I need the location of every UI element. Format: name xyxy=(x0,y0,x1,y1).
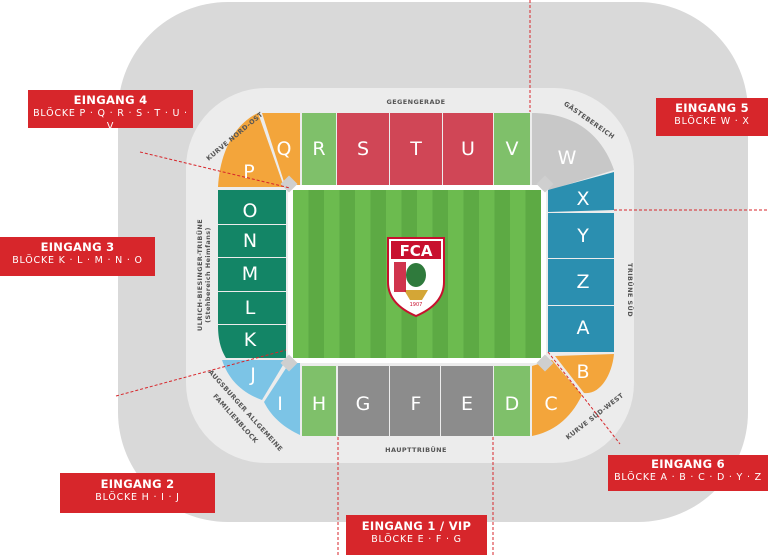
entrance-3-label: EINGANG 3 BLÖCKE K · L · M · N · O xyxy=(0,237,155,276)
block-m[interactable] xyxy=(218,258,286,291)
entrance-5-blocks: BLÖCKE W · X xyxy=(674,116,750,127)
label-b: B xyxy=(576,361,589,383)
label-h: H xyxy=(312,393,326,415)
entrance-5-label: EINGANG 5 BLÖCKE W · X xyxy=(656,98,768,136)
label-p: P xyxy=(243,161,254,183)
pitch-stripe xyxy=(324,190,340,358)
label-u: U xyxy=(461,138,475,160)
label-t: T xyxy=(409,138,422,160)
entrance-2-title: EINGANG 2 xyxy=(100,477,175,491)
entrance-1-title: EINGANG 1 / VIP xyxy=(361,519,472,533)
entrance-6-title: EINGANG 6 xyxy=(651,457,725,471)
label-x: X xyxy=(576,188,589,210)
block-h[interactable] xyxy=(302,366,336,436)
block-v[interactable] xyxy=(494,113,530,185)
label-l: L xyxy=(245,297,256,319)
label-s: S xyxy=(357,138,369,160)
stand-haupttribuene: HAUPTTRIBÜNE xyxy=(385,445,447,454)
block-x[interactable] xyxy=(548,172,614,212)
label-v: V xyxy=(506,138,519,160)
pitch-stripe xyxy=(448,190,464,358)
south-stand xyxy=(302,366,530,436)
block-labels: Q R S T U V P W O N M L K X Y Z A J I H … xyxy=(242,138,590,415)
north-stand xyxy=(262,113,530,185)
label-j: J xyxy=(249,364,256,386)
entrance-3-title: EINGANG 3 xyxy=(40,240,115,254)
block-l[interactable] xyxy=(218,292,286,324)
entrance-2-blocks: BLÖCKE H · I · J xyxy=(95,492,180,503)
block-r[interactable] xyxy=(302,113,336,185)
block-g[interactable] xyxy=(338,366,389,436)
label-e: E xyxy=(461,393,473,415)
block-d[interactable] xyxy=(494,366,530,436)
label-n: N xyxy=(243,230,257,252)
block-z[interactable] xyxy=(548,259,614,305)
stand-stehbereich: (Stehbereich Heimfans) xyxy=(204,227,212,323)
block-o[interactable] xyxy=(218,190,286,224)
label-k: K xyxy=(244,329,257,351)
entrance-3-blocks: BLÖCKE K · L · M · N · O xyxy=(12,255,143,266)
block-j[interactable] xyxy=(222,360,286,400)
entrance-2-label: EINGANG 2 BLÖCKE H · I · J xyxy=(60,473,215,513)
label-y: Y xyxy=(576,225,589,247)
pitch xyxy=(288,185,546,363)
block-s[interactable] xyxy=(337,113,389,185)
block-w[interactable] xyxy=(532,113,614,190)
label-m: M xyxy=(242,263,258,285)
entrance-6-label: EINGANG 6 BLÖCKE A · B · C · D · Y · Z xyxy=(608,455,768,491)
label-a: A xyxy=(577,317,590,339)
block-p[interactable] xyxy=(218,113,284,187)
label-o: O xyxy=(243,200,258,222)
pitch-stripe xyxy=(293,190,309,358)
stand-ulrich-biesinger: ULRICH-BIESINGER-TRIBÜNE xyxy=(195,219,204,331)
entrance-6-blocks: BLÖCKE A · B · C · D · Y · Z xyxy=(614,472,762,483)
entrance-1-blocks: BLÖCKE E · F · G xyxy=(371,534,462,545)
label-z: Z xyxy=(576,271,589,293)
west-stand xyxy=(218,190,286,358)
crest-text: FCA xyxy=(400,242,433,260)
pitch-stripe xyxy=(479,190,495,358)
block-q[interactable] xyxy=(262,113,300,185)
label-c: C xyxy=(544,393,557,415)
fca-crest-icon: FCA 1907 xyxy=(387,237,445,318)
label-d: D xyxy=(505,393,520,415)
stand-gegengerade: GEGENGERADE xyxy=(386,98,445,106)
label-r: R xyxy=(312,138,325,160)
stand-tribuene-sued: TRIBÜNE SÜD xyxy=(626,263,635,317)
block-u[interactable] xyxy=(443,113,493,185)
label-g: G xyxy=(356,393,371,415)
pitch-stripe xyxy=(355,190,371,358)
label-f: F xyxy=(411,393,422,415)
block-b[interactable] xyxy=(555,354,614,394)
label-i: I xyxy=(277,393,283,415)
label-w: W xyxy=(558,147,577,169)
pitch-stripe xyxy=(510,190,526,358)
block-t[interactable] xyxy=(390,113,442,185)
block-n[interactable] xyxy=(218,225,286,257)
entrance-4-title: EINGANG 4 xyxy=(73,93,148,107)
block-c[interactable] xyxy=(532,360,582,436)
entrance-4-label: EINGANG 4 BLÖCKE P · Q · R · S · T · U ·… xyxy=(28,90,193,132)
block-y[interactable] xyxy=(548,213,614,258)
block-e[interactable] xyxy=(441,366,493,436)
entrance-1-label: EINGANG 1 / VIP BLÖCKE E · F · G xyxy=(346,515,487,555)
label-q: Q xyxy=(277,138,292,160)
block-i[interactable] xyxy=(264,362,300,435)
block-f[interactable] xyxy=(390,366,440,436)
east-stand xyxy=(548,172,614,352)
block-a[interactable] xyxy=(548,306,614,352)
entrance-5-title: EINGANG 5 xyxy=(675,101,749,115)
block-k[interactable] xyxy=(218,325,286,358)
entrance-4-blocks: BLÖCKE P · Q · R · S · T · U · V xyxy=(33,108,188,132)
entrance-dividers xyxy=(115,0,768,555)
crest-year: 1907 xyxy=(410,302,423,308)
